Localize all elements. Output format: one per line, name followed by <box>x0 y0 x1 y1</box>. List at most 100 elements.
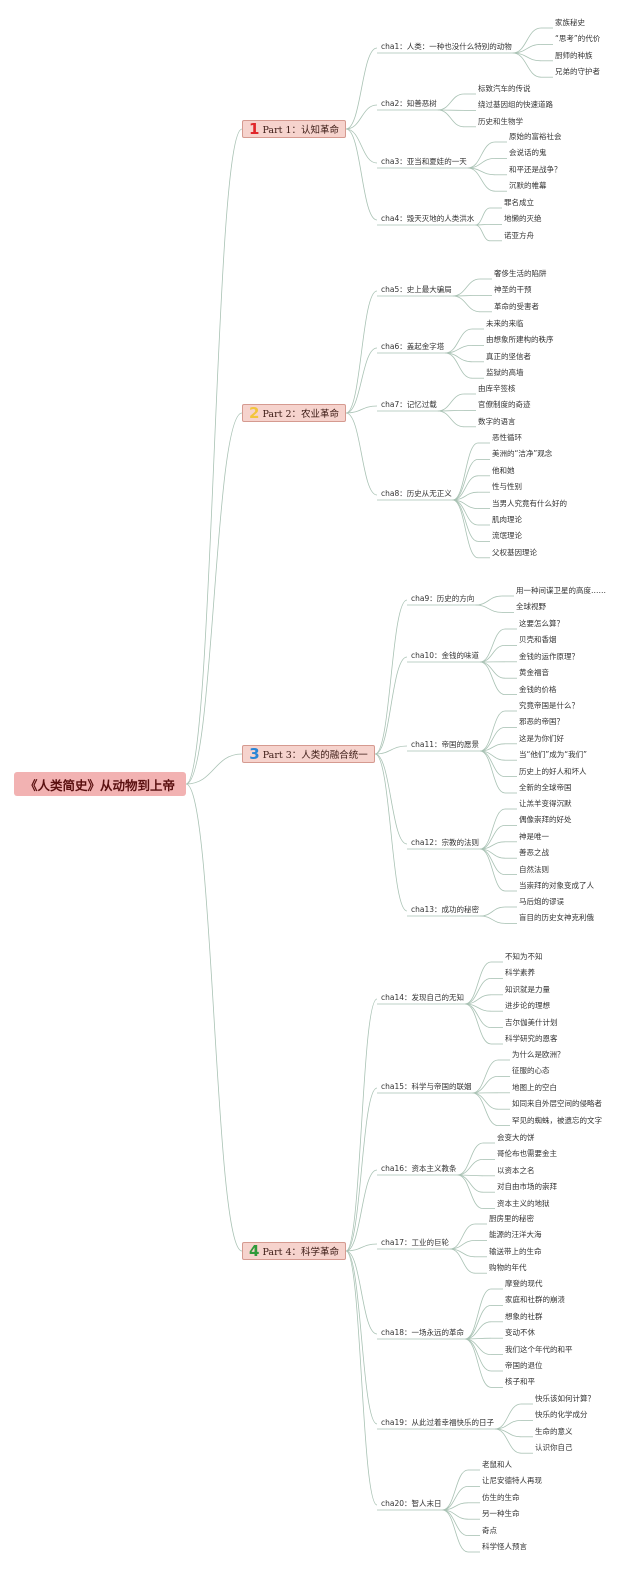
topic-item[interactable]: 性与性别 <box>492 482 522 492</box>
chapter-node[interactable]: cha18：一场永远的革命 <box>381 1328 465 1337</box>
topic-item[interactable]: 绕过基因组的快速道路 <box>478 100 553 110</box>
topic-item[interactable]: 贝壳和香烟 <box>519 635 557 645</box>
topic-item[interactable]: 地图上的空白 <box>512 1082 557 1092</box>
topic-item[interactable]: 和平还是战争？ <box>509 164 562 174</box>
topic-item[interactable]: 沉默的帷幕 <box>509 181 547 191</box>
topic-item[interactable]: 标致汽车的传说 <box>478 84 531 93</box>
topic-item[interactable]: 地懒的灭绝 <box>504 214 542 224</box>
topic-item[interactable]: 由想象所建构的秩序 <box>486 335 554 345</box>
topic-item[interactable]: 不知为不知 <box>505 952 543 961</box>
chapter-node[interactable]: cha4：毁天灭地的人类洪水 <box>381 214 475 223</box>
topic-item[interactable]: 生命的意义 <box>535 1426 573 1436</box>
chapter-node[interactable]: cha3：亚当和夏娃的一天 <box>381 157 467 166</box>
topic-item[interactable]: 科学研究的恩客 <box>505 1034 558 1043</box>
root-node[interactable]: 《人类简史》从动物到上帝 <box>14 772 186 796</box>
topic-item[interactable]: 神是唯一 <box>519 831 549 841</box>
chapter-node[interactable]: cha6：盖起金字塔 <box>381 342 445 351</box>
topic-item[interactable]: 我们这个年代的和平 <box>505 1344 573 1354</box>
topic-item[interactable]: 由库辛签核 <box>478 384 516 393</box>
topic-item[interactable]: 善恶之战 <box>519 848 549 858</box>
topic-item[interactable]: 科学素养 <box>505 968 535 978</box>
topic-item[interactable]: 全球视野 <box>516 602 546 612</box>
chapter-node[interactable]: cha20：智人末日 <box>381 1499 442 1508</box>
topic-item[interactable]: 进步论的理想 <box>505 1001 550 1011</box>
topic-item[interactable]: 哥伦布也需要金主 <box>497 1149 557 1159</box>
topic-item[interactable]: 当男人究竟有什么好的 <box>492 498 567 508</box>
topic-item[interactable]: 让尼安德特人再现 <box>482 1476 542 1486</box>
topic-item[interactable]: 邪恶的帝国？ <box>519 717 564 727</box>
topic-item[interactable]: 征服的心态 <box>512 1066 550 1076</box>
topic-item[interactable]: 数字的语言 <box>478 416 516 426</box>
topic-item[interactable]: 核子和平 <box>505 1377 535 1387</box>
chapter-node[interactable]: cha2：知善恶树 <box>381 99 437 108</box>
topic-item[interactable]: 能源的汪洋大海 <box>489 1230 542 1240</box>
topic-item[interactable]: 奢侈生活的陷阱 <box>494 269 547 278</box>
topic-item[interactable]: 以资本之名 <box>497 1165 535 1175</box>
chapter-node[interactable]: cha19：从此过着幸福快乐的日子 <box>381 1418 495 1427</box>
topic-item[interactable]: 这要怎么算？ <box>519 619 564 628</box>
topic-item[interactable]: 历史上的好人和坏人 <box>519 766 587 776</box>
topic-item[interactable]: 马后炮的谬误 <box>519 897 564 906</box>
part-node[interactable]: 1 Part 1：认知革命 <box>242 120 346 138</box>
topic-item[interactable]: 输送带上的生命 <box>489 1246 542 1256</box>
topic-item[interactable]: 金钱的运作原理？ <box>519 651 579 661</box>
topic-item[interactable]: 厨师的种族 <box>555 50 593 60</box>
topic-item[interactable]: 自然法则 <box>519 864 549 874</box>
topic-item[interactable]: 监狱的高墙 <box>486 368 524 378</box>
topic-item[interactable]: 家族秘史 <box>555 18 585 27</box>
chapter-node[interactable]: cha1：人类：一种也没什么特别的动物 <box>381 42 512 51</box>
topic-item[interactable]: 美洲的“洁净”观念 <box>492 449 553 459</box>
topic-item[interactable]: 购物的年代 <box>489 1263 527 1273</box>
chapter-node[interactable]: cha13：成功的秘密 <box>411 905 480 914</box>
topic-item[interactable]: 罪名成立 <box>504 198 534 207</box>
chapter-node[interactable]: cha7：记忆过载 <box>381 400 437 409</box>
chapter-node[interactable]: cha5：史上最大骗局 <box>381 285 452 294</box>
chapter-node[interactable]: cha11：帝国的愿景 <box>411 740 480 749</box>
topic-item[interactable]: 当崇拜的对象变成了人 <box>519 881 594 890</box>
topic-item[interactable]: 盲目的历史女神克利俄 <box>519 913 594 923</box>
topic-item[interactable]: 他和她 <box>492 465 515 475</box>
topic-item[interactable]: 官僚制度的奇迹 <box>478 400 531 410</box>
topic-item[interactable]: 科学怪人预言 <box>482 1542 527 1551</box>
topic-item[interactable]: 父权基因理论 <box>492 547 537 557</box>
part-node[interactable]: 2 Part 2：农业革命 <box>242 404 346 422</box>
topic-item[interactable]: 这是为你们好 <box>519 733 564 743</box>
topic-item[interactable]: 革命的受害者 <box>494 301 539 311</box>
topic-item[interactable]: 变动不休 <box>505 1328 535 1338</box>
topic-item[interactable]: 厨房里的秘密 <box>489 1214 534 1223</box>
topic-item[interactable]: 流氓理论 <box>492 531 522 541</box>
topic-item[interactable]: 帝国的退位 <box>505 1361 543 1370</box>
topic-item[interactable]: 罕见的蜘蛛，被遗忘的文字 <box>512 1115 602 1125</box>
topic-item[interactable]: 认识你自己 <box>535 1443 573 1453</box>
topic-item[interactable]: 快乐的化学成分 <box>535 1410 588 1420</box>
part-node[interactable]: 4 Part 4：科学革命 <box>242 1242 346 1260</box>
topic-item[interactable]: 未来的来临 <box>486 319 524 328</box>
topic-item[interactable]: 吉尔伽美什计划 <box>505 1017 558 1027</box>
topic-item[interactable]: 对自由市场的崇拜 <box>497 1182 557 1192</box>
topic-item[interactable]: 会说话的鬼 <box>509 148 547 158</box>
chapter-node[interactable]: cha15：科学与帝国的联姻 <box>381 1082 472 1091</box>
topic-item[interactable]: 用一种间谍卫星的高度…… <box>516 586 606 595</box>
topic-item[interactable]: 肌肉理论 <box>492 515 522 524</box>
topic-item[interactable]: 偶像崇拜的好处 <box>519 815 572 825</box>
topic-item[interactable]: 兄弟的守护者 <box>555 67 600 77</box>
topic-item[interactable]: 快乐该如何计算？ <box>535 1394 595 1403</box>
topic-item[interactable]: 原始的富裕社会 <box>509 132 562 141</box>
chapter-node[interactable]: cha17：工业的巨轮 <box>381 1238 450 1247</box>
topic-item[interactable]: 究竟帝国是什么？ <box>519 701 579 710</box>
chapter-node[interactable]: cha14：发现自己的无知 <box>381 993 465 1002</box>
topic-item[interactable]: 想象的社群 <box>505 1311 543 1321</box>
topic-item[interactable]: 家庭和社群的崩溃 <box>505 1295 565 1305</box>
topic-item[interactable]: “思考”的代价 <box>555 34 601 44</box>
topic-item[interactable]: 全新的全球帝国 <box>519 783 572 792</box>
chapter-node[interactable]: cha8：历史从无正义 <box>381 489 452 498</box>
topic-item[interactable]: 另一种生命 <box>482 1509 520 1519</box>
topic-item[interactable]: 如同来自外层空间的侵略者 <box>512 1099 602 1109</box>
topic-item[interactable]: 仿生的生命 <box>482 1492 520 1502</box>
topic-item[interactable]: 金钱的价格 <box>519 684 557 694</box>
topic-item[interactable]: 知识就是力量 <box>505 984 550 994</box>
part-node[interactable]: 3 Part 3：人类的融合统一 <box>242 745 375 763</box>
topic-item[interactable]: 摩登的现代 <box>505 1279 543 1288</box>
topic-item[interactable]: 诺亚方舟 <box>504 230 534 240</box>
topic-item[interactable]: 真正的坚信者 <box>486 351 531 361</box>
